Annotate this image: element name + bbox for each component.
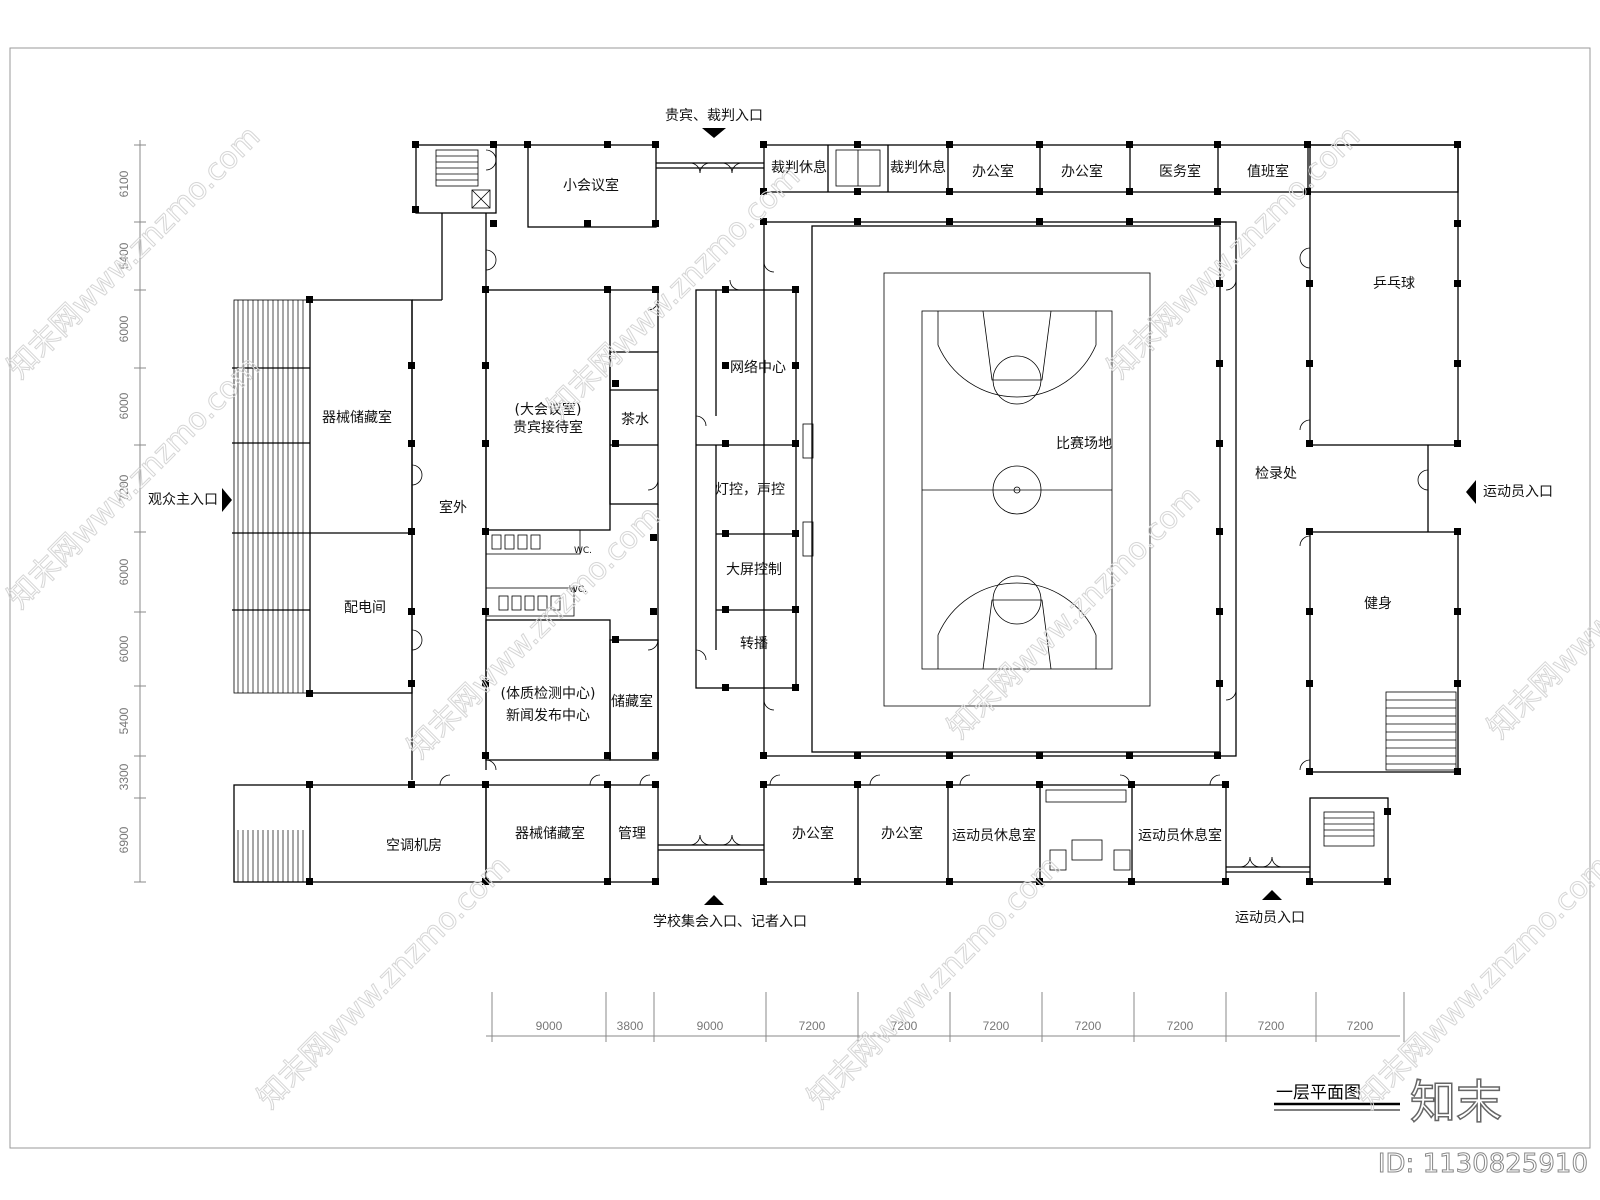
label-medical: 医务室 bbox=[1159, 163, 1201, 180]
label-office-3: 办公室 bbox=[792, 825, 834, 842]
entrance-vip-label: 贵宾、裁判入口 bbox=[665, 108, 763, 124]
south-room-row bbox=[763, 784, 1227, 883]
watermark-2: 知末网www.znzmo.com bbox=[541, 159, 807, 425]
label-fitness-a: (体质检测中心) bbox=[501, 686, 596, 702]
label-screen: 大屏控制 bbox=[726, 562, 782, 578]
dim-left-7: 6000 bbox=[117, 635, 131, 662]
control-rooms bbox=[695, 289, 797, 689]
drawing-title: 一层平面图 bbox=[1276, 1083, 1361, 1103]
entrance-school-arrow-icon bbox=[704, 895, 724, 905]
label-fitness-b: 新闻发布中心 bbox=[506, 708, 590, 724]
arena-outer bbox=[763, 221, 1237, 757]
dim-left-6: 6000 bbox=[117, 558, 131, 585]
doors bbox=[411, 149, 1429, 868]
entrances: 贵宾、裁判入口 观众主入口 运动员入口 学校集会入口、记者入口 运动员入口 bbox=[148, 108, 1553, 930]
room-labels: 小会议室 裁判休息 裁判休息 办公室 办公室 医务室 值班室 乒乓球 器械储藏室… bbox=[322, 159, 1415, 854]
label-referee-rest-1: 裁判休息 bbox=[771, 159, 827, 176]
label-athlete-rest-2: 运动员休息室 bbox=[1138, 827, 1222, 844]
label-big-meeting-a: (大会议室) bbox=[515, 401, 582, 418]
label-office-1: 办公室 bbox=[972, 163, 1014, 180]
room-gym bbox=[1309, 531, 1459, 773]
walls bbox=[232, 144, 1459, 883]
dim-left-5: 7200 bbox=[117, 474, 131, 501]
label-office-2: 办公室 bbox=[1061, 163, 1103, 180]
room-equipment-storage-power bbox=[309, 299, 413, 694]
label-storage: 储藏室 bbox=[611, 693, 653, 710]
columns bbox=[306, 141, 1461, 885]
watermark-9: 知末网www.znzmo.com bbox=[801, 849, 1067, 1115]
dim-bottom-4: 7200 bbox=[799, 1019, 826, 1033]
label-network: 网络中心 bbox=[730, 360, 786, 376]
dim-bottom-7: 7200 bbox=[1075, 1019, 1102, 1033]
watermark-7: 知末网www.znzmo.com bbox=[1481, 479, 1600, 745]
watermark-1: 知末网www.znzmo.com bbox=[1, 119, 267, 385]
room-small-meeting bbox=[527, 144, 657, 228]
watermark-5: 知末网www.znzmo.com bbox=[401, 499, 667, 765]
label-checkin: 检录处 bbox=[1255, 466, 1297, 482]
dim-left-10: 6900 bbox=[117, 826, 131, 853]
stair-tower-nw bbox=[415, 144, 497, 214]
room-storage bbox=[609, 639, 659, 761]
dim-left-3: 6000 bbox=[117, 315, 131, 342]
entrance-athlete-south-label: 运动员入口 bbox=[1235, 910, 1305, 926]
room-manage bbox=[609, 784, 659, 883]
entrance-vip-arrow-icon bbox=[702, 128, 726, 138]
room-ac bbox=[309, 784, 487, 883]
label-small-meeting: 小会议室 bbox=[563, 177, 619, 194]
label-big-meeting-b: 贵宾接待室 bbox=[513, 419, 583, 436]
label-office-4: 办公室 bbox=[881, 825, 923, 842]
dim-bottom-10: 7200 bbox=[1347, 1019, 1374, 1033]
dim-left-2: 5400 bbox=[117, 242, 131, 269]
watermark-4: 知末网www.znzmo.com bbox=[1, 349, 267, 615]
label-referee-rest-2: 裁判休息 bbox=[890, 159, 946, 176]
label-broadcast: 转播 bbox=[740, 636, 768, 652]
label-athlete-rest-1: 运动员休息室 bbox=[952, 827, 1036, 844]
left-dimensions: 6100 5400 6000 6000 7200 6000 6000 5400 … bbox=[117, 140, 146, 883]
label-light-sound: 灯控，声控 bbox=[715, 482, 785, 498]
entrance-athlete-east-label: 运动员入口 bbox=[1483, 484, 1553, 500]
dim-bottom-6: 7200 bbox=[983, 1019, 1010, 1033]
entrance-audience-label: 观众主入口 bbox=[148, 492, 218, 508]
entrance-school-label: 学校集会入口、记者入口 bbox=[653, 913, 807, 930]
image-id: ID: 1130825910 bbox=[1378, 1149, 1588, 1179]
entrance-audience-arrow-icon bbox=[222, 488, 232, 512]
watermark-8: 知末网www.znzmo.com bbox=[251, 849, 517, 1115]
dim-bottom-3: 9000 bbox=[697, 1019, 724, 1033]
entrance-athlete-east-arrow-icon bbox=[1466, 480, 1476, 504]
room-table-tennis bbox=[1309, 144, 1459, 446]
label-equipment-storage-1: 器械储藏室 bbox=[322, 409, 392, 426]
label-power: 配电间 bbox=[344, 600, 386, 616]
label-wc-2: WC. bbox=[569, 585, 587, 595]
label-tea: 茶水 bbox=[621, 412, 649, 428]
label-duty: 值班室 bbox=[1247, 163, 1289, 180]
label-gym: 健身 bbox=[1364, 596, 1392, 612]
dim-left-4: 6000 bbox=[117, 392, 131, 419]
bottom-dimensions: 9000 3800 9000 7200 7200 7200 7200 7200 … bbox=[486, 992, 1405, 1042]
entrance-athlete-south-arrow-icon bbox=[1262, 890, 1282, 900]
drawing-border bbox=[9, 47, 1591, 1149]
label-wc-1: WC. bbox=[574, 546, 592, 556]
dim-bottom-9: 7200 bbox=[1258, 1019, 1285, 1033]
watermark-3: 知末网www.znzmo.com bbox=[1101, 119, 1367, 385]
dim-left-9: 3300 bbox=[117, 763, 131, 790]
label-equipment-storage-2: 器械储藏室 bbox=[515, 825, 585, 842]
dim-left-1: 6100 bbox=[117, 170, 131, 197]
label-outdoor: 室外 bbox=[439, 499, 467, 516]
dim-bottom-8: 7200 bbox=[1167, 1019, 1194, 1033]
dim-bottom-1: 9000 bbox=[536, 1019, 563, 1033]
brand-logo: 知末 bbox=[1410, 1075, 1502, 1129]
label-table-tennis: 乒乓球 bbox=[1373, 276, 1415, 292]
title-block: 一层平面图 bbox=[1274, 1083, 1400, 1111]
dim-left-8: 5400 bbox=[117, 707, 131, 734]
label-ac-room: 空调机房 bbox=[386, 838, 442, 854]
dim-bottom-2: 3800 bbox=[617, 1019, 644, 1033]
label-arena: 比赛场地 bbox=[1056, 436, 1112, 452]
dim-bottom-5: 7200 bbox=[891, 1019, 918, 1033]
label-manage: 管理 bbox=[618, 826, 646, 842]
